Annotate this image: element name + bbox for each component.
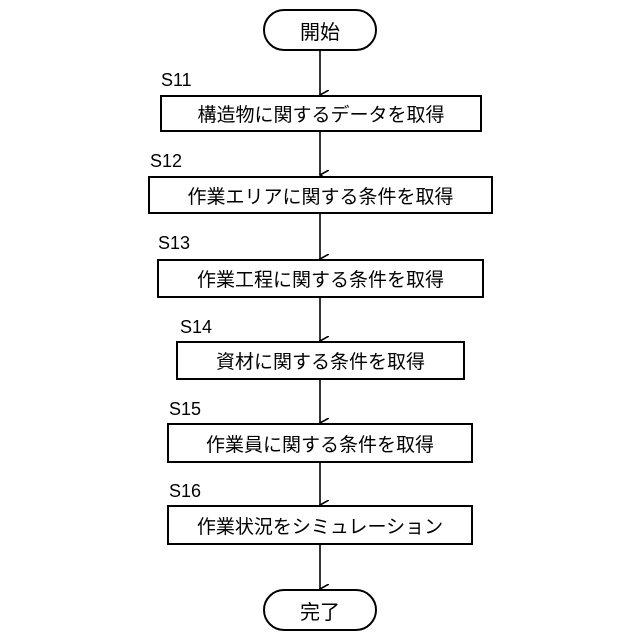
process-text-s16: 作業状況をシミュレーション [197, 512, 443, 539]
step-id-s11: S11 [161, 70, 192, 91]
step-id-s14: S14 [180, 317, 212, 338]
step-id-s12: S12 [150, 151, 182, 172]
step-id-s13: S13 [158, 233, 190, 254]
process-box-s14: 資材に関する条件を取得 [176, 341, 465, 380]
step-id-s16: S16 [169, 481, 201, 502]
process-text-s14: 資材に関する条件を取得 [216, 347, 425, 374]
process-box-s13: 作業工程に関する条件を取得 [157, 259, 484, 298]
process-box-s12: 作業エリアに関する条件を取得 [148, 176, 493, 214]
process-box-s16: 作業状況をシミュレーション [167, 505, 473, 545]
end-label: 完了 [300, 596, 340, 625]
process-text-s11: 構造物に関するデータを取得 [197, 100, 444, 127]
step-id-s15: S15 [169, 399, 201, 420]
process-text-s13: 作業工程に関する条件を取得 [197, 265, 444, 292]
process-text-s15: 作業員に関する条件を取得 [206, 430, 434, 457]
process-box-s15: 作業員に関する条件を取得 [167, 423, 473, 463]
process-text-s12: 作業エリアに関する条件を取得 [187, 182, 453, 209]
end-terminal: 完了 [263, 589, 377, 631]
start-terminal: 開始 [263, 9, 377, 51]
process-box-s11: 構造物に関するデータを取得 [160, 95, 482, 132]
start-label: 開始 [300, 16, 340, 45]
